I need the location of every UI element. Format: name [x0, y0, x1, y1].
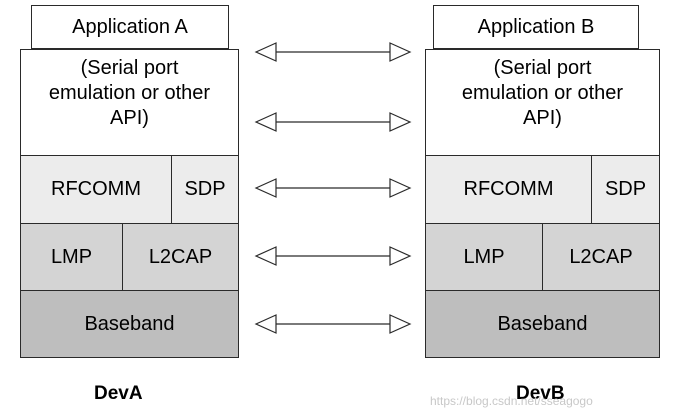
application-a-box: Application A [31, 5, 229, 49]
baseband-layer-b: Baseband [425, 290, 660, 358]
arrow-application [254, 42, 412, 62]
arrow-baseband [254, 314, 412, 334]
api-layer-b: (Serial port emulation or other API) [425, 49, 660, 156]
rfcomm-layer-a: RFCOMM [20, 155, 172, 224]
lmp-layer-b: LMP [425, 223, 543, 291]
device-label-b: DevB [516, 383, 565, 404]
watermark-text: https://blog.csdn.net/sseagogo [430, 394, 593, 408]
application-b-box: Application B [433, 5, 639, 49]
device-label-a: DevA [94, 383, 143, 404]
rfcomm-layer-b: RFCOMM [425, 155, 592, 224]
baseband-layer-a: Baseband [20, 290, 239, 358]
arrow-rfcomm [254, 178, 412, 198]
arrow-l2cap [254, 246, 412, 266]
l2cap-layer-a: L2CAP [122, 223, 239, 291]
arrow-api [254, 112, 412, 132]
l2cap-layer-b: L2CAP [542, 223, 660, 291]
sdp-layer-b: SDP [591, 155, 660, 224]
lmp-layer-a: LMP [20, 223, 123, 291]
api-layer-a: (Serial port emulation or other API) [20, 49, 239, 156]
